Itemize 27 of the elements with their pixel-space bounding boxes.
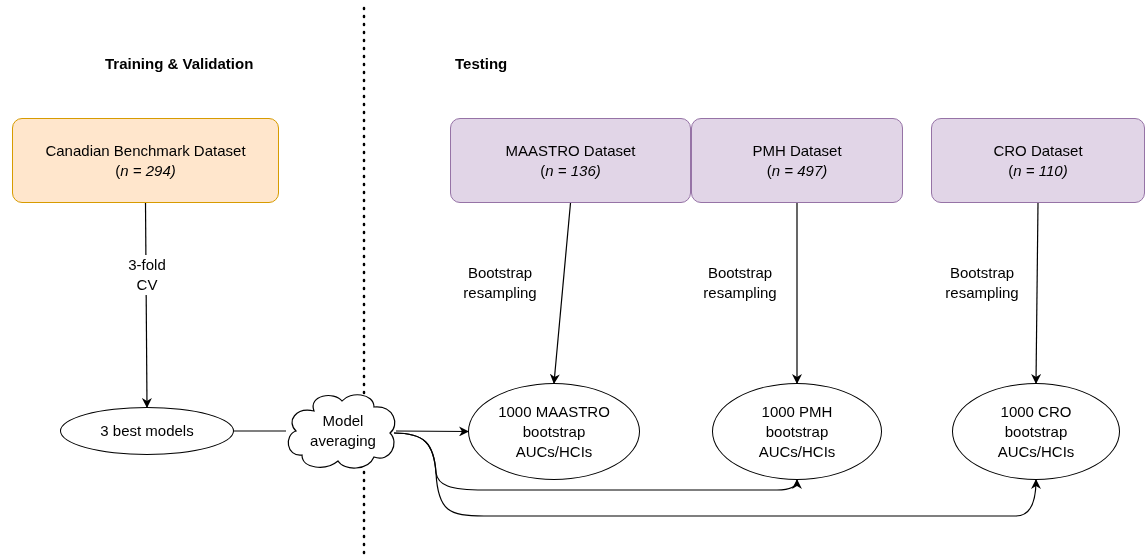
node-text: 3 best models <box>100 421 194 441</box>
dataset-box <box>931 118 1145 203</box>
sample-size: (n = 497) <box>766 160 828 181</box>
dataset-box <box>450 118 691 203</box>
sample-size: (n = 136) <box>540 160 601 181</box>
edge-label: Bootstrap resampling <box>944 263 1020 303</box>
section-heading: Training & Validation <box>105 54 254 74</box>
node-text: 1000 MAASTRO bootstrap AUCs/HCIs <box>497 401 611 462</box>
dataset-name: CRO Dataset <box>993 140 1083 161</box>
node-text: Model averaging <box>309 411 377 451</box>
arrow <box>393 432 1041 517</box>
dataset-name: Canadian Benchmark Dataset <box>45 140 246 161</box>
sample-size: (n = 110) <box>1008 160 1068 181</box>
arrow <box>549 202 572 384</box>
node-text: 1000 CRO bootstrap AUCs/HCIs <box>996 401 1076 462</box>
sample-size: (n = 294) <box>115 160 176 181</box>
edge-label: Bootstrap resampling <box>462 263 538 303</box>
section-heading: Testing <box>455 54 508 74</box>
arrow <box>1031 202 1042 384</box>
dataset-box <box>691 118 903 203</box>
dataset-name: PMH Dataset <box>752 140 842 161</box>
arrow <box>792 202 802 384</box>
arrow <box>395 426 469 437</box>
dataset-box <box>12 118 279 203</box>
edge-label: Bootstrap resampling <box>702 263 778 303</box>
dataset-name: MAASTRO Dataset <box>505 140 636 161</box>
node-text: 1000 PMH bootstrap AUCs/HCIs <box>757 401 837 462</box>
